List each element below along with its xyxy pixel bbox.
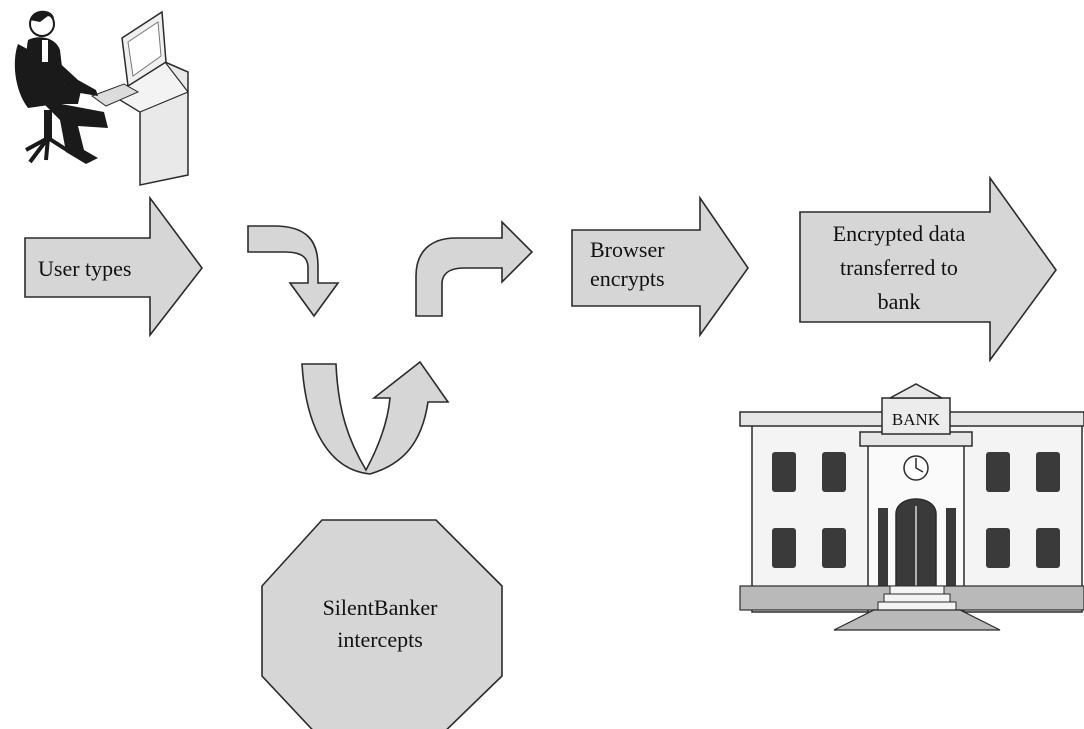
intercept-uturn-arrow	[301, 360, 450, 475]
browser-encrypts-arrow: Browser encrypts	[571, 195, 749, 338]
transfer-label-line3: bank	[878, 289, 921, 314]
resume-up-arrow	[415, 220, 534, 317]
user-types-arrow: User types	[24, 195, 204, 338]
transfer-to-bank-arrow: Encrypted data transferred to bank	[799, 175, 1057, 363]
transfer-label-line1: Encrypted data	[833, 221, 966, 246]
browser-label-line2: encrypts	[590, 266, 665, 291]
intercept-label-line2: intercepts	[337, 627, 423, 652]
person-at-computer-icon	[14, 10, 189, 186]
bank-building-icon: BANK	[739, 383, 1084, 631]
intercept-label-line1: SilentBanker	[323, 595, 439, 620]
transfer-label-line2: transferred to	[840, 255, 958, 280]
divert-down-arrow	[247, 225, 340, 318]
bank-sign: BANK	[892, 410, 941, 429]
browser-label-line1: Browser	[590, 237, 665, 262]
user-types-label: User types	[38, 256, 131, 281]
silentbanker-octagon: SilentBanker intercepts	[261, 519, 503, 729]
